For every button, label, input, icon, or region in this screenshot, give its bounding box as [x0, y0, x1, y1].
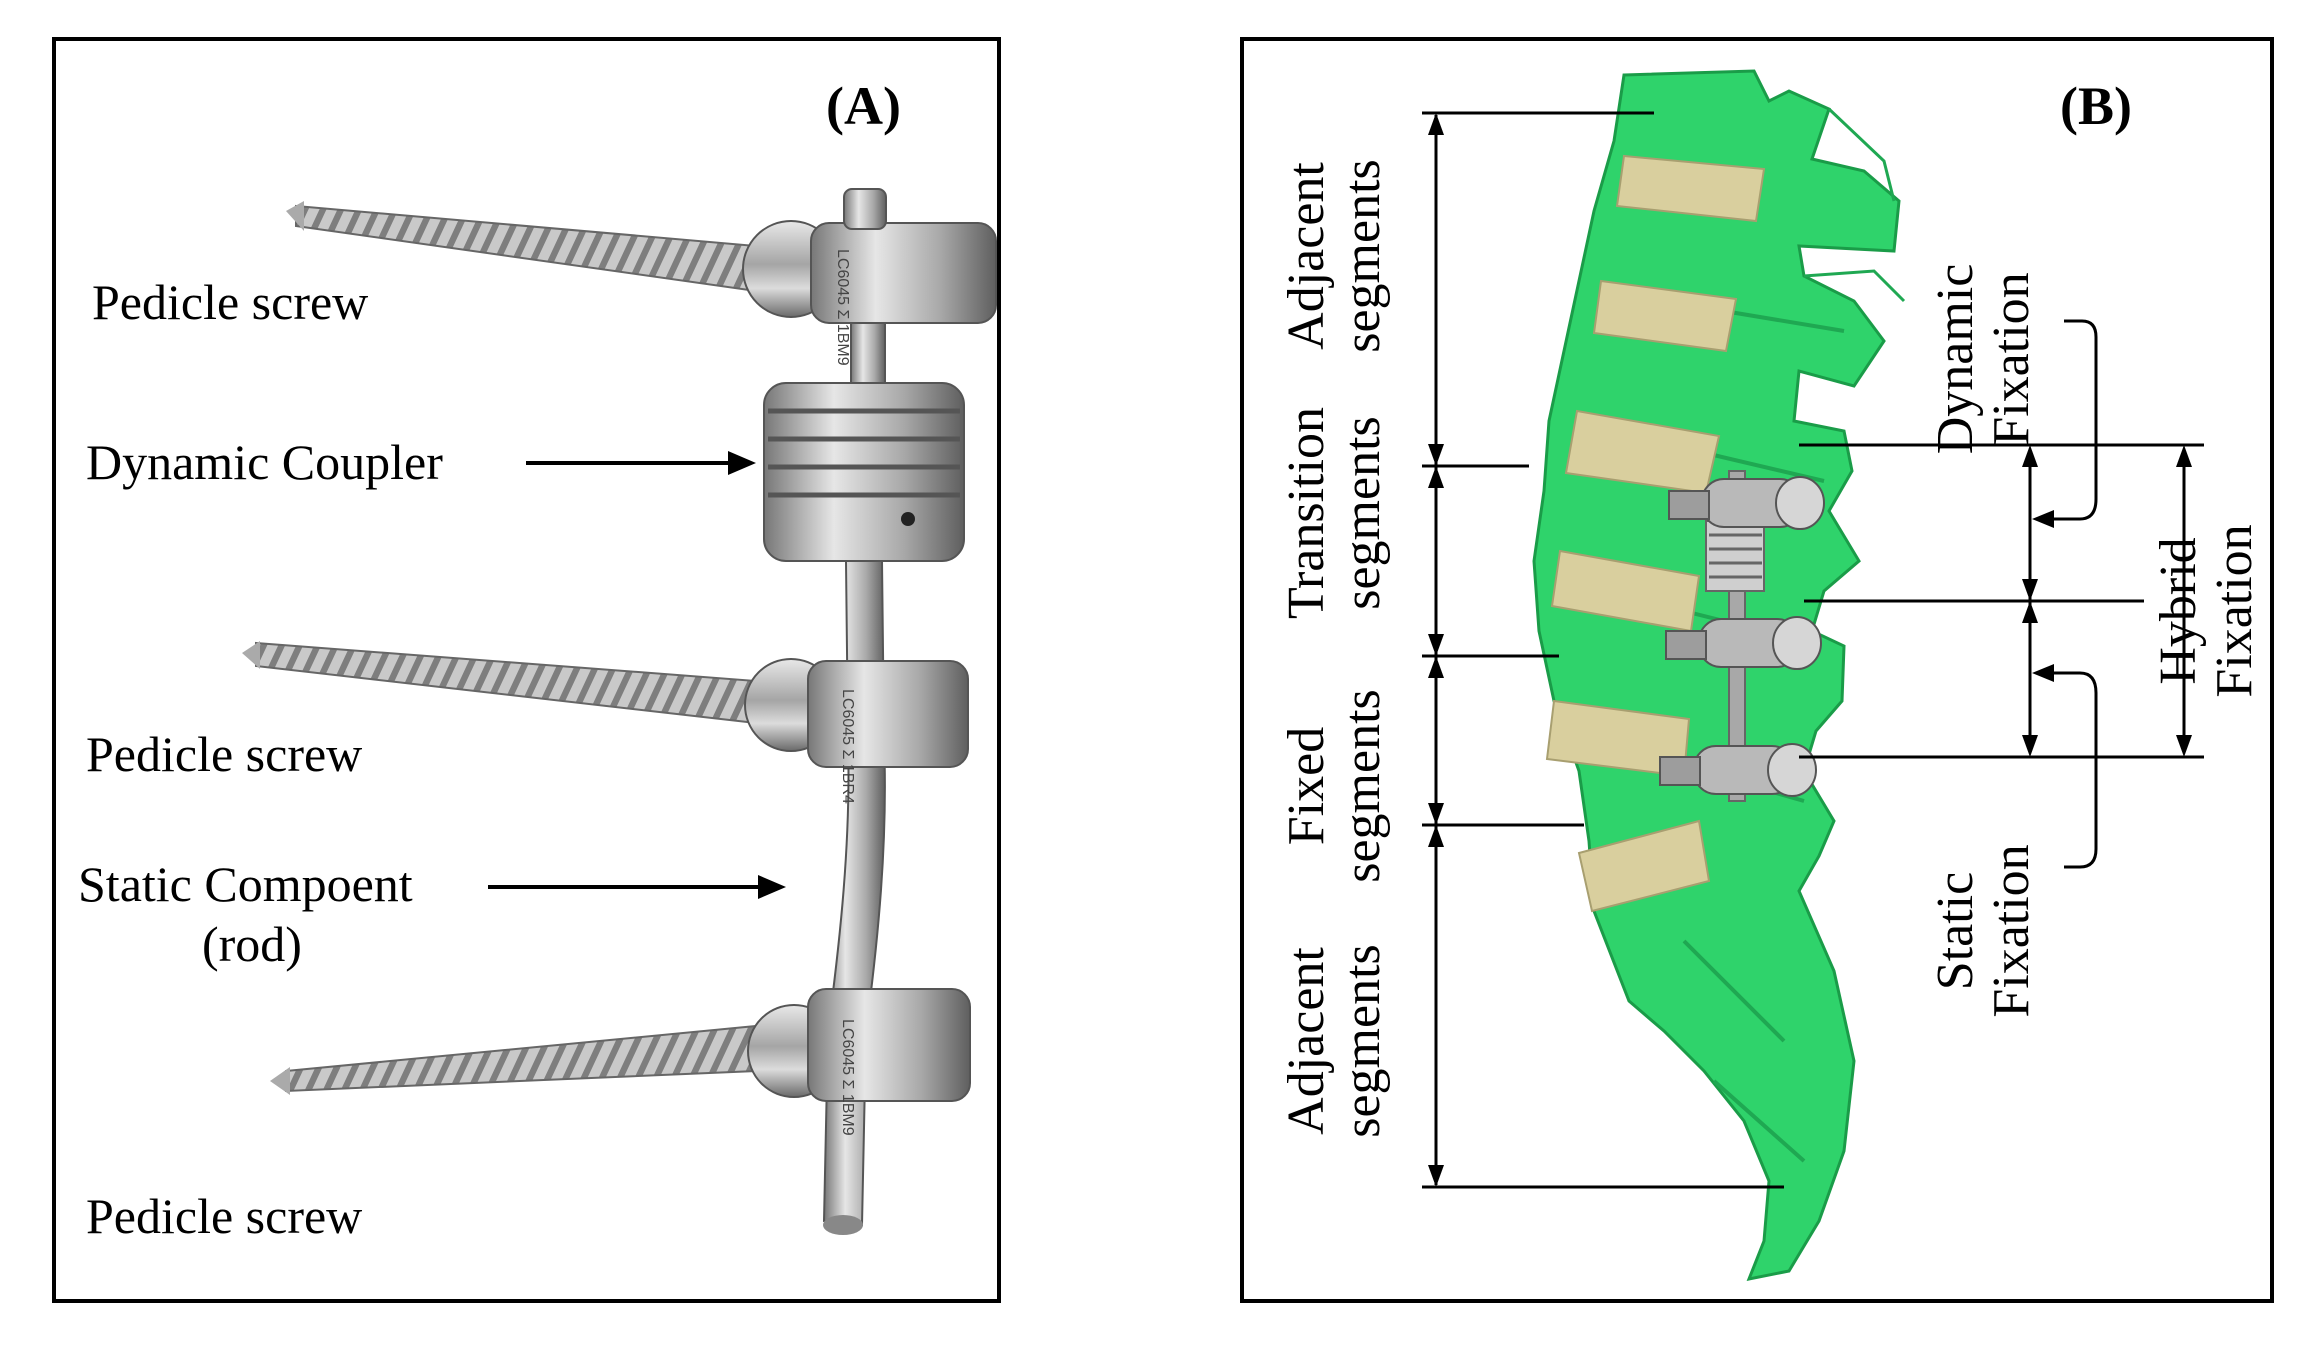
dynamic-bracket-arrowhead: [2032, 510, 2054, 528]
panel-a-tag: (A): [826, 76, 901, 136]
dynamic-coupler: [763, 322, 965, 562]
engraving-top: LC6045 Σ 1BM9: [834, 249, 851, 366]
fixation-brackets: [2044, 319, 2098, 869]
fixation-arrowheads: [2022, 445, 2192, 757]
coupler-arrowhead: [728, 451, 756, 475]
fixation-level-lines: [1799, 443, 2204, 759]
label-static-component: Static Compoent: [78, 856, 413, 912]
panel-a: (A) Pedicle screw Dynamic Coupler Pedicl…: [52, 37, 1001, 1303]
segment-arrowheads: [1428, 113, 1444, 1187]
label-pedicle-screw-bottom: Pedicle screw: [86, 1188, 363, 1244]
implant-photo: [242, 188, 997, 1235]
engraving-mid: LC6045 Σ 1BR4: [839, 689, 856, 804]
label-dynamic-coupler: Dynamic Coupler: [86, 434, 443, 490]
panel-b-tag: (B): [2060, 76, 2132, 136]
label-static-rod: (rod): [202, 916, 302, 972]
engraving-bottom: LC6045 Σ 1BM9: [839, 1019, 856, 1136]
spine-model: [1422, 69, 2204, 1282]
lumbar-spine: [1532, 69, 1906, 1282]
rod-arrowhead: [758, 875, 786, 899]
pedicle-screw-top: [286, 188, 997, 324]
pedicle-screw-bottom: [270, 988, 971, 1102]
pedicle-screw-mid: [242, 641, 969, 768]
static-bracket-arrowhead: [2032, 664, 2054, 682]
label-pedicle-screw-mid: Pedicle screw: [86, 726, 363, 782]
panel-b: (B): [1240, 37, 2274, 1303]
fixation-hardware: [1659, 470, 1825, 802]
label-pedicle-screw-top: Pedicle screw: [92, 274, 369, 330]
intervertebral-discs: [1545, 154, 1766, 913]
